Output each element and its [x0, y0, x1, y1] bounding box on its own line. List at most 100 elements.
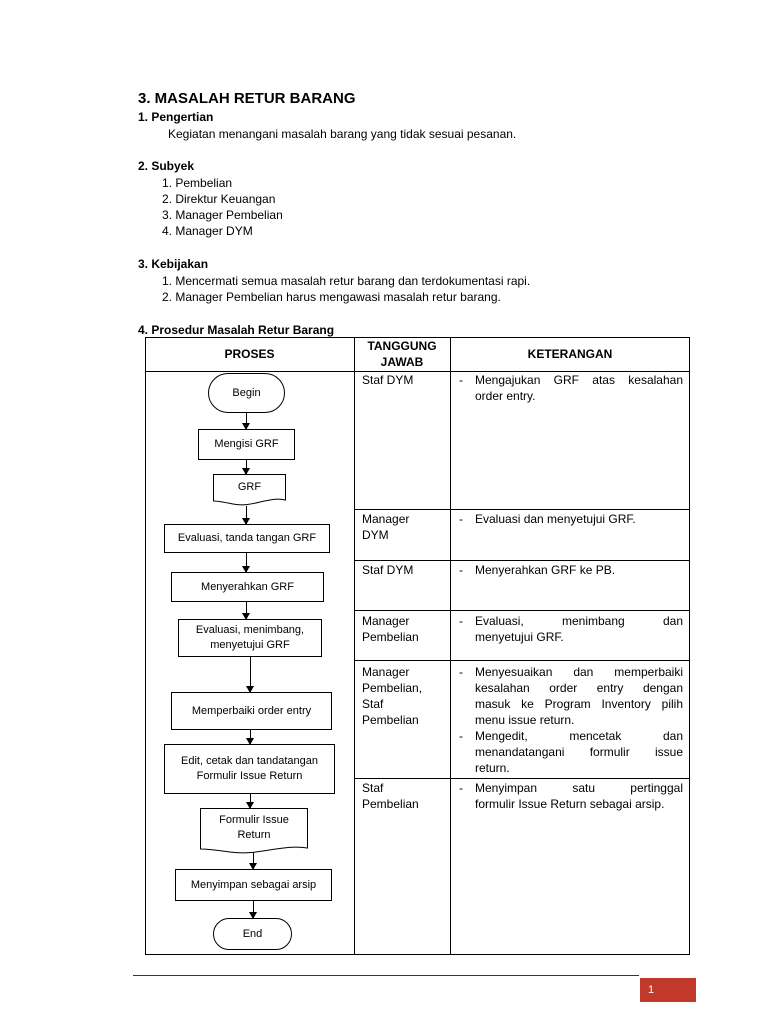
flow-arrow [249, 901, 257, 919]
document-shape-icon [200, 808, 308, 854]
resp-cell: Staf DYM [362, 562, 413, 578]
flow-arrow [249, 852, 257, 870]
desc-line: kesalahan order entry dengan [475, 681, 683, 695]
header-tanggung-line: TANGGUNG [367, 339, 437, 353]
table-column-divider [450, 337, 451, 955]
desc-item: - Menyesuaikan dan memperbaiki kesalahan… [459, 664, 683, 728]
flow-arrow [242, 413, 250, 430]
table-border [145, 954, 690, 955]
desc-line: Menyimpan satu pertinggal [475, 781, 683, 795]
desc-line: Mengedit, mencetak dan [475, 729, 683, 743]
flow-evaluasi-ttd: Evaluasi, tanda tangan GRF [164, 524, 330, 553]
flow-arrow [242, 553, 250, 573]
flow-arrow [246, 730, 254, 745]
resp-cell: Staf Pembelian [362, 780, 419, 812]
header-tanggung-jawab: TANGGUNG JAWAB [354, 338, 450, 370]
flow-formulir-document: Formulir Issue Return [200, 808, 308, 856]
kebijakan-item: 2. Manager Pembelian harus mengawasi mas… [162, 290, 501, 304]
desc-line: formulir Issue Return sebagai arsip. [475, 797, 665, 811]
table-row-divider [354, 610, 690, 611]
page-number-badge: 1 [640, 978, 696, 1002]
desc-line: return. [475, 761, 510, 775]
desc-item: - Evaluasi, menimbang dan menyetujui GRF… [459, 613, 683, 645]
desc-line: menu issue return. [475, 713, 575, 727]
subyek-item: 4. Manager DYM [162, 224, 253, 238]
resp-line: Pembelian [362, 630, 419, 644]
flow-memperbaiki: Memperbaiki order entry [171, 692, 332, 730]
flow-begin-label: Begin [232, 386, 261, 399]
desc-cell: - Menyesuaikan dan memperbaiki kesalahan… [459, 664, 683, 776]
page-title: 3. MASALAH RETUR BARANG [138, 90, 356, 107]
resp-line: Manager [362, 512, 410, 526]
desc-item: - Mengajukan GRF atas kesalahan order en… [459, 372, 683, 404]
section-heading-pengertian: 1. Pengertian [138, 110, 214, 124]
table-border [689, 337, 690, 955]
resp-line: Manager [362, 665, 410, 679]
resp-line: DYM [362, 528, 389, 542]
desc-item: - Mengedit, mencetak dan menandatangani … [459, 728, 683, 776]
dash-bullet: - [459, 563, 463, 577]
table-row-divider [354, 560, 690, 561]
flow-menyerahkan: Menyerahkan GRF [171, 572, 324, 602]
desc-line: Evaluasi dan menyetujui GRF. [475, 512, 636, 526]
dash-bullet: - [459, 512, 463, 526]
flow-arrow [246, 794, 254, 809]
desc-line: Menyesuaikan dan memperbaiki [475, 665, 683, 679]
desc-item: - Menyerahkan GRF ke PB. [459, 562, 683, 578]
table-border [145, 337, 690, 338]
flow-edit-cetak: Edit, cetak dan tandatangan Formulir Iss… [164, 744, 335, 794]
flow-evaluasi-menimbang: Evaluasi, menimbang, menyetujui GRF [178, 619, 322, 657]
flow-edit-line: Edit, cetak dan tandatangan [181, 755, 318, 767]
resp-line: Pembelian [362, 713, 419, 727]
flow-begin: Begin [208, 373, 285, 413]
desc-item: - Evaluasi dan menyetujui GRF. [459, 511, 683, 527]
resp-line: Pembelian, [362, 681, 423, 695]
kebijakan-item: 1. Mencermati semua masalah retur barang… [162, 274, 531, 288]
desc-line: masuk ke Program Inventory pilih [475, 697, 683, 711]
resp-cell: Manager DYM [362, 511, 409, 543]
flow-arrow [242, 506, 250, 525]
table-row-divider [354, 778, 690, 779]
flow-grf-document: GRF [213, 474, 286, 508]
desc-line: Menyerahkan GRF ke PB. [475, 563, 616, 577]
resp-line: Staf [362, 697, 384, 711]
flow-grf-label: GRF [237, 481, 262, 493]
resp-line: Pembelian [362, 797, 419, 811]
section-heading-kebijakan: 3. Kebijakan [138, 257, 209, 271]
subyek-item: 3. Manager Pembelian [162, 208, 283, 222]
dash-bullet: - [459, 373, 463, 387]
subyek-item: 2. Direktur Keuangan [162, 192, 276, 206]
resp-cell: Manager Pembelian [362, 613, 419, 645]
desc-line: Evaluasi, menimbang dan [475, 614, 683, 628]
resp-cell: Staf DYM [362, 372, 413, 388]
flow-mengisi-grf: Mengisi GRF [198, 429, 295, 460]
table-row-divider [354, 509, 690, 510]
table-header-divider [145, 371, 690, 372]
flow-mengisi-label: Mengisi GRF [214, 438, 279, 450]
flow-memperbaiki-label: Memperbaiki order entry [191, 704, 312, 717]
subyek-item: 1. Pembelian [162, 176, 233, 190]
flow-end: End [213, 918, 292, 950]
desc-line: order entry. [475, 389, 536, 403]
desc-line: menandatangani formulir issue [475, 745, 683, 759]
header-proses: PROSES [224, 347, 275, 361]
resp-cell: Manager Pembelian, Staf Pembelian [362, 664, 422, 728]
flow-evaluasi-line: Evaluasi, menimbang, [195, 624, 305, 636]
flow-menyimpan: Menyimpan sebagai arsip [175, 869, 332, 901]
flow-menyerahkan-label: Menyerahkan GRF [201, 580, 294, 593]
flow-formulir-line: Formulir Issue [219, 814, 289, 826]
desc-line: Mengajukan GRF atas kesalahan [475, 373, 683, 387]
flow-arrow [242, 460, 250, 475]
flow-arrow [246, 657, 254, 693]
flow-menyimpan-label: Menyimpan sebagai arsip [190, 878, 317, 891]
section-heading-prosedur: 4. Prosedur Masalah Retur Barang [138, 323, 335, 337]
flow-evaluasi-line: menyetujui GRF [210, 639, 290, 651]
desc-cell: - Menyimpan satu pertinggal formulir Iss… [459, 780, 683, 812]
desc-cell: - Mengajukan GRF atas kesalahan order en… [459, 372, 683, 404]
footer-divider [133, 975, 639, 976]
resp-line: Staf DYM [362, 563, 414, 577]
flow-end-label: End [242, 927, 263, 940]
desc-cell: - Menyerahkan GRF ke PB. [459, 562, 683, 578]
flow-evaluasi-ttd-label: Evaluasi, tanda tangan GRF [177, 532, 317, 544]
table-border [145, 337, 146, 955]
